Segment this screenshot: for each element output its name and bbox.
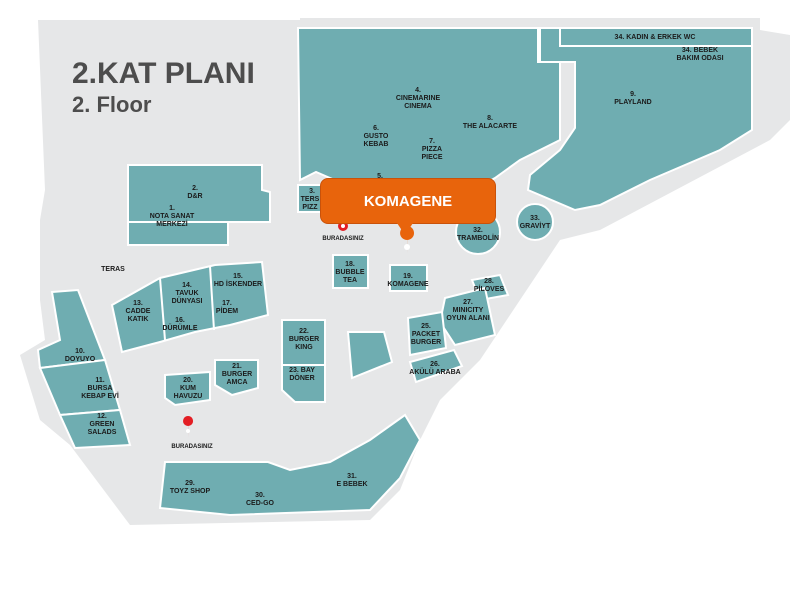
title-line2: 2. Floor [72,92,152,117]
label-s17: 17.PİDEM [216,300,238,315]
label-s9: 9.PLAYLAND [614,91,651,106]
store-akulu-araba[interactable] [408,348,464,384]
you-are-here-marker-2: BURADASINIZ [171,416,213,450]
store-green-salads[interactable] [58,408,132,450]
store-playland[interactable] [526,27,753,212]
label-s19: 19.KOMAGENE [387,273,429,288]
store-divider-1 [159,277,166,341]
label-s29: 29.TOYZ SHOP [170,480,211,495]
highlight-callout[interactable]: KOMAGENE [320,178,496,224]
store-komagene[interactable] [389,264,428,292]
store-nota-sanat[interactable] [127,221,229,246]
you-are-here-pin-icon [183,416,194,438]
label-s32: 32.TRAMBOLİN [457,227,499,242]
store-graviyt[interactable] [516,203,554,241]
store-burger-amca[interactable] [214,359,259,397]
label-teras: TERAS [101,266,125,273]
you-are-here-pin-dot [186,429,190,433]
label-s30: 30.CED-GO [246,492,275,507]
label-s33: 33.GRAVİYT [520,215,551,230]
label-s31: 31.E BEBEK [336,473,367,488]
you-are-here-pin-dot [341,224,345,228]
you-are-here-label-2: BURADASINIZ [171,444,213,450]
label-s28: 28.PİLOVES [474,278,505,293]
label-s10: 10.DOYUYO [65,348,96,363]
location-pin-dot [404,244,410,250]
title-line1: 2.KAT PLANI [72,57,255,90]
highlight-callout-tail [397,223,413,235]
label-s16: 16.DÜRÜMLE [163,317,198,332]
store-packet-burger[interactable] [406,310,448,357]
store-bay-doner[interactable] [281,364,326,403]
label-s15: 15.HD İSKENDER [214,273,262,288]
store-bottom-block[interactable] [158,413,422,517]
store-kum-havuzu[interactable] [164,370,211,407]
you-are-here-label-1: BURADASINIZ [322,236,364,242]
store-center-block [346,331,394,380]
store-wc [559,27,753,47]
label-s26: 26.AKÜLÜ ARABA [409,361,460,376]
label-s2: 2.D&R [187,185,202,200]
store-bubble-tea[interactable] [332,254,369,289]
highlight-callout-label: KOMAGENE [363,192,453,210]
label-s5: 5. [377,173,383,180]
store-food-court[interactable] [110,260,270,354]
label-s34: 34. KADIN & ERKEK WC [615,34,696,41]
label-s8: 8.THE ALACARTE [463,115,518,130]
store-divider-2 [209,265,215,331]
